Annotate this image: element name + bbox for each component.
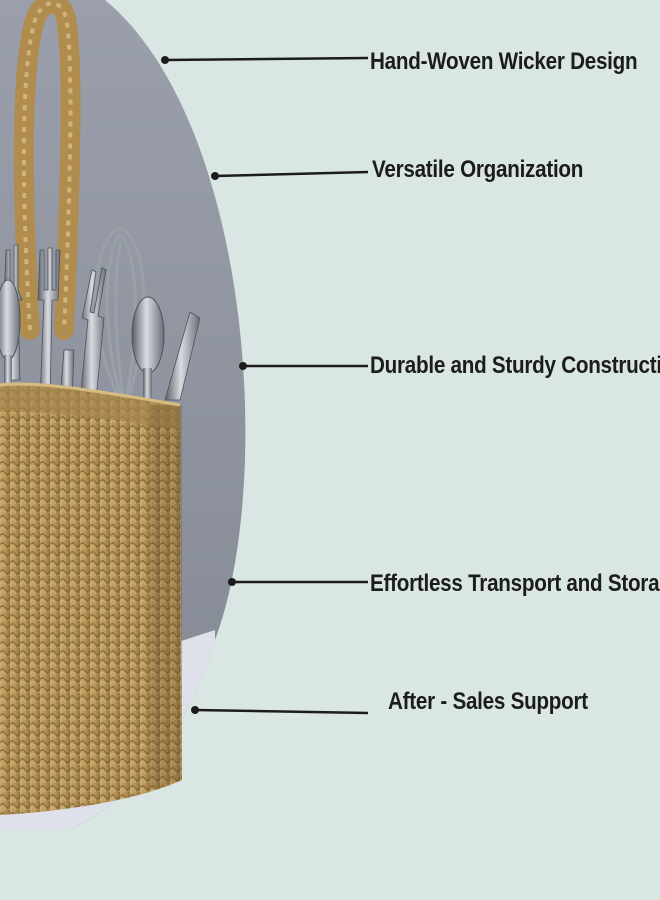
feature-label-organization: Versatile Organization	[372, 156, 584, 183]
feature-label-support: After - Sales Support	[388, 688, 588, 715]
callout-lines	[164, 56, 369, 715]
feature-label-construction: Durable and Sturdy Construction	[370, 352, 660, 379]
feature-label-transport-storage: Effortless Transport and Storage	[370, 570, 660, 597]
callout-dots	[161, 56, 247, 714]
basket-handle	[13, 0, 81, 340]
feature-label-wicker-design: Hand-Woven Wicker Design	[370, 48, 638, 75]
wicker-basket-icon	[0, 382, 182, 815]
